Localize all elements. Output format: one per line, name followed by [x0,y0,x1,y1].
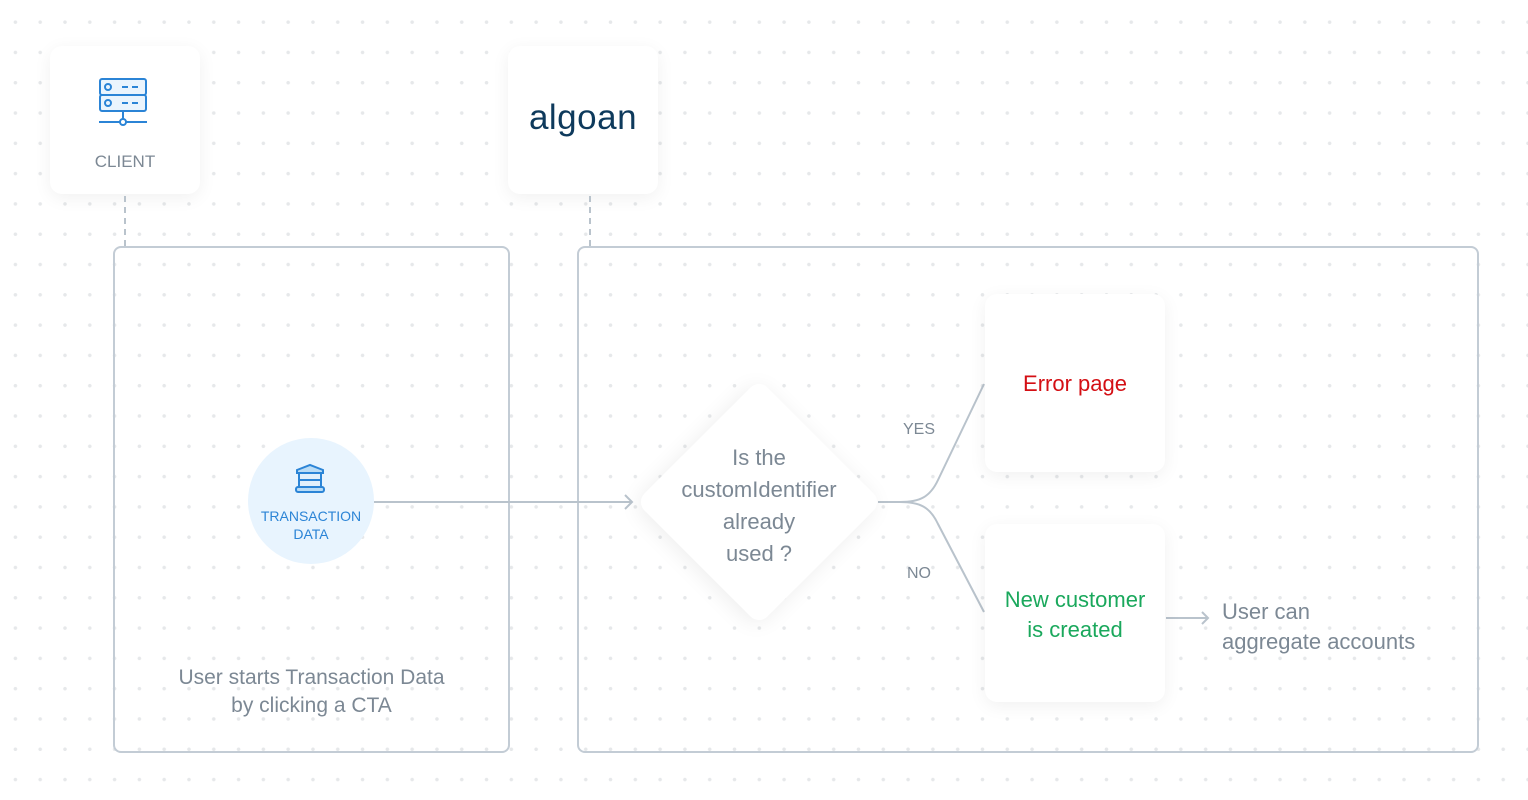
client-lane [113,246,510,753]
customer-created-label: New customer is created [985,585,1165,645]
decision-text: Is the customIdentifier already used ? [640,442,878,570]
result-line1: User can [1222,599,1311,624]
client-caption-line2: by clicking a CTA [231,694,392,717]
client-card: CLIENT [50,46,200,194]
result-text: User can aggregate accounts [1222,597,1415,657]
decision-line2: customIdentifier [681,477,837,502]
algoan-connector [589,196,591,246]
branch-no [899,501,985,613]
algoan-card: algoan [508,46,658,194]
algoan-logo: algoan [528,98,638,137]
created-line2: is created [1027,617,1123,642]
no-label: NO [907,565,931,582]
algoan-lane [577,246,1479,753]
customer-created-card: New customer is created [985,524,1165,702]
bank-icon [295,463,325,493]
created-line1: New customer [1004,587,1146,612]
server-icon [99,78,147,126]
client-label: CLIENT [94,152,156,171]
result-line2: aggregate accounts [1222,629,1416,654]
client-caption: User starts Transaction Data by clicking… [113,664,510,720]
error-page-card: Error page [985,294,1165,472]
yes-label: YES [902,421,935,438]
branch-yes [878,383,985,503]
arrow-to-decision [374,494,634,510]
arrow-to-result [1166,611,1210,625]
client-caption-line1: User starts Transaction Data [178,666,445,689]
decision-line3: already [722,509,796,534]
transaction-label-2: DATA [293,526,329,542]
error-page-label: Error page [1023,371,1127,396]
client-connector [124,196,126,246]
decision-line4: used ? [725,541,793,566]
transaction-label-1: TRANSACTION [260,508,362,524]
transaction-data-node: TRANSACTION DATA [248,438,374,564]
decision-line1: Is the [732,445,786,470]
